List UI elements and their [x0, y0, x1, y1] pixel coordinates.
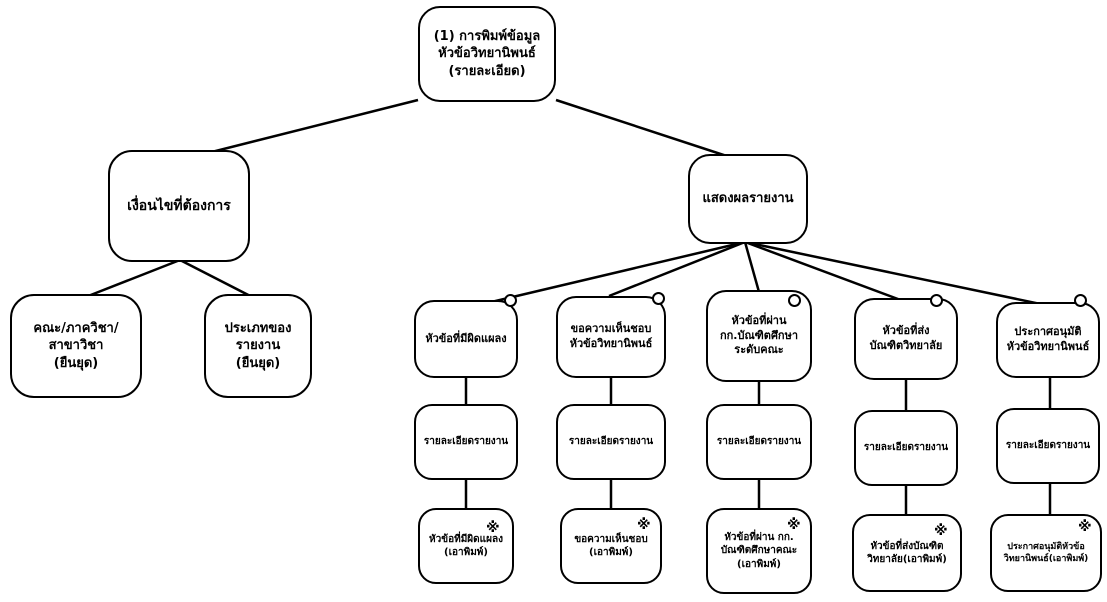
report-node-5-label: ประกาศอนุมัติ หัวข้อวิทยานิพนธ์: [1006, 325, 1090, 353]
print-marker-icon: ※: [486, 520, 500, 536]
report-node-1: หัวข้อที่มีผิดแผลง: [414, 300, 518, 378]
edge-right-r3: [743, 241, 761, 293]
edge-right-r4: [744, 240, 907, 304]
report-display-node: แสดงผลรายงาน: [688, 154, 808, 244]
report-output-node-2-label: ขอความเห็นชอบ (เอาพิมพ์): [574, 533, 648, 559]
edge-right-r5: [744, 240, 1051, 308]
report-output-node-1: หัวข้อที่มีผิดแผลง (เอาพิมพ์): [418, 508, 514, 584]
conditions-node-label: เงื่อนไขที่ต้องการ: [127, 197, 231, 214]
circle-marker-icon: [652, 292, 665, 305]
report-node-1-label: หัวข้อที่มีผิดแผลง: [425, 331, 507, 345]
report-detail-node-3: รายละเอียดรายงาน: [706, 404, 812, 480]
edge-right-r2: [608, 240, 746, 298]
print-marker-icon: ※: [1078, 519, 1092, 535]
circle-marker-icon: [788, 294, 801, 307]
edge-left-cat1: [77, 258, 181, 302]
report-node-4: หัวข้อที่ส่ง บัณฑิตวิทยาลัย: [854, 298, 958, 380]
root-node-label: (1) การพิมพ์ข้อมูล หัวข้อวิทยานิพนธ์ (รา…: [433, 28, 541, 79]
report-type-filter-node: ประเภทของ รายงาน (ยืนยุด): [204, 294, 312, 398]
report-output-node-4-label: หัวข้อที่ส่งบัณฑิต วิทยาลัย(เอาพิมพ์): [867, 540, 947, 566]
report-output-node-1-label: หัวข้อที่มีผิดแผลง (เอาพิมพ์): [429, 533, 503, 559]
report-type-filter-label: ประเภทของ รายงาน (ยืนยุด): [224, 320, 292, 371]
report-node-3-label: หัวข้อที่ผ่าน กก.บัณฑิตศึกษา ระดับคณะ: [719, 313, 799, 357]
report-detail-node-1-label: รายละเอียดรายงาน: [423, 436, 509, 448]
report-detail-node-1: รายละเอียดรายงาน: [414, 404, 518, 480]
root-node: (1) การพิมพ์ข้อมูล หัวข้อวิทยานิพนธ์ (รา…: [418, 6, 556, 102]
report-output-node-5-label: ประกาศอนุมัติหัวข้อ วิทยานิพนธ์(เอาพิมพ์…: [1003, 541, 1089, 564]
edge-left-cat2: [179, 258, 259, 302]
report-node-2-label: ขอความเห็นชอบ หัวข้อวิทยานิพนธ์: [569, 322, 653, 350]
report-detail-node-4-label: รายละเอียดรายงาน: [863, 442, 949, 454]
print-marker-icon: ※: [637, 517, 651, 533]
report-detail-node-5: รายละเอียดรายงาน: [996, 408, 1100, 484]
conditions-node: เงื่อนไขที่ต้องการ: [108, 150, 250, 262]
report-detail-node-2: รายละเอียดรายงาน: [556, 404, 666, 480]
report-detail-node-2-label: รายละเอียดรายงาน: [568, 436, 654, 448]
edge-root-right: [555, 98, 746, 164]
report-detail-node-5-label: รายละเอียดรายงาน: [1005, 440, 1091, 452]
faculty-filter-label: คณะ/ภาควิชา/ สาขาวิชา (ยืนยุด): [33, 320, 119, 371]
report-node-4-label: หัวข้อที่ส่ง บัณฑิตวิทยาลัย: [869, 324, 943, 352]
report-detail-node-3-label: รายละเอียดรายงาน: [716, 436, 802, 448]
report-output-node-3-label: หัวข้อที่ผ่าน กก. บัณฑิตศึกษาคณะ (เอาพิม…: [720, 531, 798, 570]
report-display-node-label: แสดงผลรายงาน: [702, 191, 794, 207]
report-node-2: ขอความเห็นชอบ หัวข้อวิทยานิพนธ์: [556, 296, 666, 378]
print-marker-icon: ※: [934, 523, 948, 539]
circle-marker-icon: [930, 294, 943, 307]
report-node-5: ประกาศอนุมัติ หัวข้อวิทยานิพนธ์: [996, 302, 1100, 378]
faculty-filter-node: คณะ/ภาควิชา/ สาขาวิชา (ยืนยุด): [10, 294, 142, 398]
circle-marker-icon: [504, 294, 517, 307]
report-detail-node-4: รายละเอียดรายงาน: [854, 410, 958, 486]
report-output-node-3: หัวข้อที่ผ่าน กก. บัณฑิตศึกษาคณะ (เอาพิม…: [706, 508, 812, 594]
print-marker-icon: ※: [787, 517, 801, 533]
circle-marker-icon: [1074, 294, 1087, 307]
